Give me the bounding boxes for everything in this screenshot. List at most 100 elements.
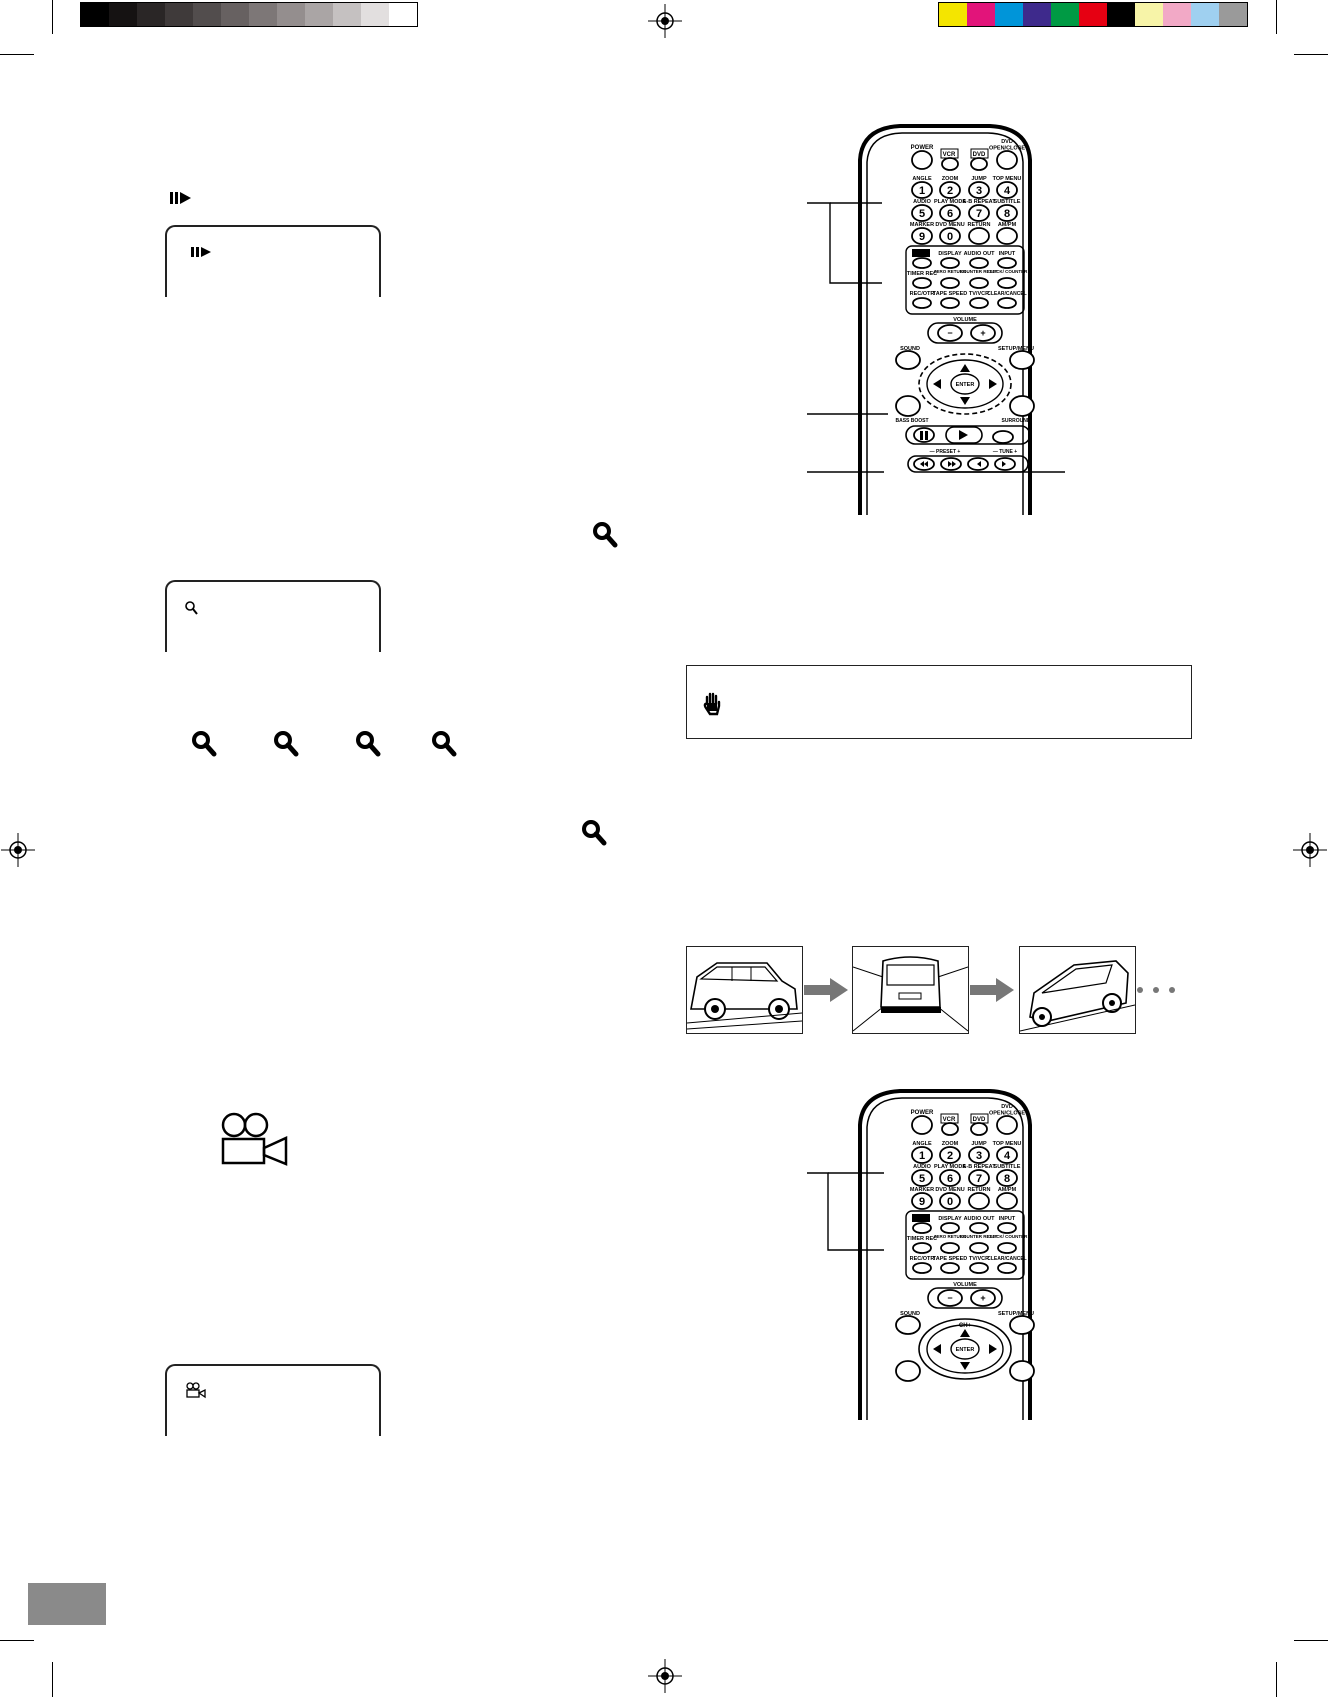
nav-right-button[interactable]: [989, 1344, 997, 1354]
setup-menu-button[interactable]: [1009, 350, 1035, 370]
setup-menu-button[interactable]: [1009, 1315, 1035, 1335]
function-button[interactable]: [940, 1242, 960, 1254]
nav-left-corner-button[interactable]: [895, 1360, 921, 1382]
power-button[interactable]: [911, 150, 933, 170]
number-button[interactable]: [911, 204, 933, 222]
number-button[interactable]: [939, 227, 961, 245]
nav-up-button[interactable]: [960, 364, 970, 372]
remote-label: ENTER: [956, 1347, 975, 1353]
enter-button[interactable]: [950, 1338, 980, 1360]
function-button[interactable]: [912, 1262, 932, 1274]
remote-number-label: 9: [919, 1196, 925, 1208]
nav-down-button[interactable]: [960, 1362, 970, 1370]
remote-number-label: 5: [919, 208, 925, 220]
remote-number-label: 2: [947, 185, 953, 197]
volume-down-button[interactable]: [937, 1289, 963, 1307]
function-button[interactable]: [997, 1242, 1017, 1254]
function-button[interactable]: [969, 277, 989, 289]
number-button[interactable]: [939, 1192, 961, 1210]
dvd-select-button[interactable]: [970, 1122, 988, 1136]
registration-mark-bottom: [648, 1659, 682, 1693]
function-button[interactable]: [997, 1262, 1017, 1274]
rewind-icon: [924, 461, 928, 467]
function-button[interactable]: [969, 1262, 989, 1274]
nav-right-corner-button[interactable]: [1009, 1360, 1035, 1382]
color-swatch: [939, 3, 967, 26]
dvd-open-close-button[interactable]: [996, 150, 1018, 170]
function-button[interactable]: [912, 277, 932, 289]
function-button[interactable]: [997, 297, 1017, 309]
nav-down-button[interactable]: [960, 397, 970, 405]
vcr-select-button[interactable]: [941, 157, 959, 171]
function-button[interactable]: [940, 1222, 960, 1234]
return-button[interactable]: [968, 227, 990, 245]
return-button[interactable]: [968, 1192, 990, 1210]
number-button[interactable]: [996, 1146, 1018, 1164]
crop-mark: [0, 54, 34, 55]
number-button[interactable]: [968, 1146, 990, 1164]
function-button[interactable]: [940, 1262, 960, 1274]
number-button[interactable]: [939, 1169, 961, 1187]
number-button[interactable]: [996, 181, 1018, 199]
vcr-select-button[interactable]: [941, 1122, 959, 1136]
dvd-open-close-button[interactable]: [996, 1115, 1018, 1135]
nav-left-button[interactable]: [933, 1344, 941, 1354]
nav-left-corner-button[interactable]: [895, 395, 921, 417]
number-button[interactable]: [968, 204, 990, 222]
number-button[interactable]: [911, 1192, 933, 1210]
function-button[interactable]: [940, 257, 960, 269]
number-button[interactable]: [996, 204, 1018, 222]
function-button[interactable]: [997, 257, 1017, 269]
volume-up-button[interactable]: [970, 1289, 996, 1307]
crop-mark: [1276, 0, 1277, 34]
function-button[interactable]: [997, 1222, 1017, 1234]
number-button[interactable]: [911, 227, 933, 245]
am-pm-button[interactable]: [996, 1192, 1018, 1210]
function-button[interactable]: [940, 277, 960, 289]
function-button[interactable]: [912, 257, 932, 269]
function-button[interactable]: [997, 277, 1017, 289]
nav-right-button[interactable]: [989, 379, 997, 389]
number-button[interactable]: [911, 1169, 933, 1187]
dvd-select-button[interactable]: [970, 157, 988, 171]
nav-up-button[interactable]: [960, 1329, 970, 1337]
number-button[interactable]: [939, 1146, 961, 1164]
nav-right-corner-button[interactable]: [1009, 395, 1035, 417]
screen-display-step: [165, 225, 381, 297]
number-button[interactable]: [911, 1146, 933, 1164]
function-button[interactable]: [969, 297, 989, 309]
remote-label: POWER: [911, 145, 934, 151]
function-button[interactable]: [912, 297, 932, 309]
function-button[interactable]: [969, 1222, 989, 1234]
volume-up-button[interactable]: [970, 324, 996, 342]
remote-label: DVD MENU: [935, 222, 964, 228]
function-button[interactable]: [969, 257, 989, 269]
nav-left-button[interactable]: [933, 379, 941, 389]
camera-angle-view-1: [686, 946, 803, 1034]
stop-button[interactable]: [992, 430, 1014, 444]
number-button[interactable]: [939, 181, 961, 199]
volume-down-button[interactable]: [937, 324, 963, 342]
sound-button[interactable]: [895, 350, 921, 370]
remote-label: CLOCK/ COUNTER: [987, 269, 1028, 274]
function-button[interactable]: [969, 1242, 989, 1254]
pause-button[interactable]: [913, 427, 935, 443]
number-button[interactable]: [911, 181, 933, 199]
power-button[interactable]: [911, 1115, 933, 1135]
sound-button[interactable]: [895, 1315, 921, 1335]
gray-scale-bar: [80, 2, 418, 27]
enter-button[interactable]: [950, 373, 980, 395]
color-swatch: [995, 3, 1023, 26]
function-button[interactable]: [940, 297, 960, 309]
number-button[interactable]: [939, 204, 961, 222]
ffwd-icon: [948, 461, 952, 467]
number-button[interactable]: [996, 1169, 1018, 1187]
number-button[interactable]: [968, 1169, 990, 1187]
function-button[interactable]: [912, 1242, 932, 1254]
function-button[interactable]: [912, 1222, 932, 1234]
remote-label: SURROUND: [1002, 418, 1031, 424]
ellipsis-icon: [1137, 987, 1175, 993]
am-pm-button[interactable]: [996, 227, 1018, 245]
number-button[interactable]: [968, 181, 990, 199]
remote-number-label: 1: [919, 1150, 925, 1162]
